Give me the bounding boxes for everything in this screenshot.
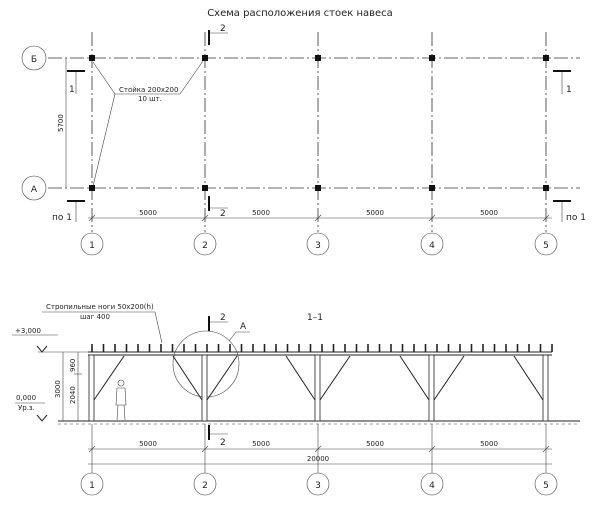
brace <box>93 355 125 401</box>
axis-bubble-a <box>21 175 47 201</box>
axis-label-a: А <box>31 185 38 195</box>
dimension-tick <box>542 445 550 453</box>
section-post <box>88 354 95 422</box>
axis-label-column: 4 <box>429 241 435 251</box>
post <box>202 55 208 61</box>
axis-bubble-b <box>21 45 47 71</box>
rafter-step: шаг 400 <box>80 313 110 321</box>
axis-label-column: 1 <box>89 481 95 491</box>
span-dimension: 5000 <box>252 209 270 217</box>
drawing-title: Схема расположения стоек навеса <box>207 8 393 19</box>
post-leader <box>92 93 116 187</box>
axis-bubble-column <box>534 232 558 256</box>
span-dimension: 5000 <box>139 440 157 448</box>
elevation-ground-sub: Ур.з. <box>18 404 35 412</box>
axis-label-b: Б <box>31 55 37 65</box>
axis-bubble-column <box>534 472 558 496</box>
post <box>543 185 549 191</box>
post-count: 10 шт. <box>138 95 162 103</box>
height-upper: 960 <box>69 359 77 372</box>
section-1-label-right: 1 <box>566 85 572 95</box>
dimension-tick <box>428 445 436 453</box>
axis-label-column: 5 <box>543 241 549 251</box>
brace <box>433 355 465 401</box>
dimension-tick <box>314 445 322 453</box>
brace <box>319 355 351 401</box>
axis-label-column: 5 <box>543 481 549 491</box>
axis-bubble-column <box>193 472 217 496</box>
axis-label-column: 1 <box>89 241 95 251</box>
post <box>543 55 549 61</box>
section-1-label: 1 <box>69 85 75 95</box>
section-2-label: 2 <box>220 313 226 323</box>
span-dimension: 5000 <box>366 440 384 448</box>
axis-bubble-column <box>193 232 217 256</box>
height-lower: 2040 <box>69 386 77 404</box>
post <box>315 55 321 61</box>
axis-bubble-column <box>306 232 330 256</box>
rafter-note: Стропильные ноги 50х200(h) <box>46 303 154 311</box>
detail-leader <box>228 331 250 342</box>
plan-view: Б А 5700 5000 5000 5000 5000 Стойка 200х… <box>21 24 586 223</box>
axis-label-column: 4 <box>429 481 435 491</box>
dimension-tick <box>542 214 550 222</box>
section-post <box>201 354 208 422</box>
span-dimension: 5000 <box>139 209 157 217</box>
section-view: 1–1 Стропильные ноги 50х200(h) шаг 400 +… <box>12 303 580 465</box>
section-1-ref: по 1 <box>52 213 72 223</box>
post <box>202 185 208 191</box>
brace <box>206 355 238 401</box>
elevation-marker <box>36 414 48 422</box>
section-post <box>314 354 321 422</box>
axis-bubble-column <box>80 232 104 256</box>
person-figure <box>115 379 127 421</box>
elevation-top: +3,000 <box>15 327 41 335</box>
axis-label-column: 3 <box>315 481 321 491</box>
dimension-tick <box>88 445 96 453</box>
span-dimension: 5000 <box>480 209 498 217</box>
dimension-tick <box>314 214 322 222</box>
axis-bubble-column <box>420 472 444 496</box>
brace <box>399 355 430 401</box>
elevation-ground: 0,000 <box>16 394 36 402</box>
height-total: 3000 <box>54 380 62 398</box>
rafter-leader <box>42 311 163 344</box>
dimension-tick <box>201 214 209 222</box>
section-post <box>542 354 549 422</box>
section-2-label: 2 <box>220 209 226 219</box>
post <box>429 55 435 61</box>
axis-label-column: 2 <box>202 481 208 491</box>
axis-label-column: 3 <box>315 241 321 251</box>
depth-dimension: 5700 <box>57 114 65 132</box>
post <box>429 185 435 191</box>
section-title: 1–1 <box>307 313 323 323</box>
axis-bubble-column <box>306 472 330 496</box>
post <box>89 185 95 191</box>
dimension-tick <box>428 214 436 222</box>
post-note: Стойка 200х200 <box>119 86 178 94</box>
axis-label-column: 2 <box>202 241 208 251</box>
brace <box>285 355 316 401</box>
post-leader <box>92 60 204 95</box>
axis-bubble-column <box>80 472 104 496</box>
axis-bubble-column <box>420 232 444 256</box>
section-post <box>428 354 435 422</box>
span-dimension: 5000 <box>480 440 498 448</box>
elevation-marker <box>36 345 48 353</box>
span-dimension: 5000 <box>366 209 384 217</box>
section-1-ref-right: по 1 <box>566 213 586 223</box>
post <box>315 185 321 191</box>
section-2-label: 2 <box>220 24 226 34</box>
section-2-label: 2 <box>220 438 226 448</box>
brace <box>172 355 203 401</box>
post <box>89 55 95 61</box>
span-dimension: 5000 <box>252 440 270 448</box>
dimension-tick <box>88 214 96 222</box>
detail-label: А <box>240 322 247 332</box>
brace <box>513 355 544 401</box>
dimension-tick <box>201 445 209 453</box>
